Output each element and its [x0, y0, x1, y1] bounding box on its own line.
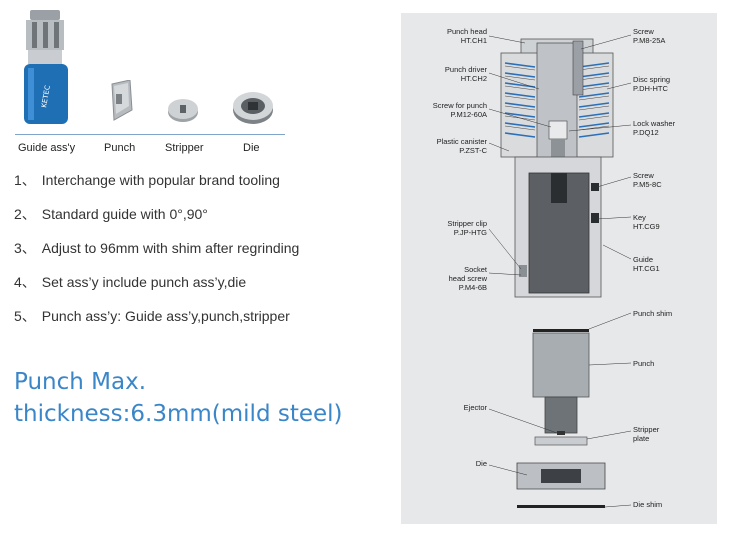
- feature-item: 5、Punch ass’y: Guide ass’y,punch,strippe…: [14, 308, 290, 324]
- svg-text:KETEC: KETEC: [40, 85, 52, 109]
- stripper-icon: [166, 96, 200, 129]
- feature-item: 3、Adjust to 96mm with shim after regrind…: [14, 240, 300, 256]
- callout-ejector: Ejector: [463, 403, 487, 412]
- feature-item: 4、Set ass’y include punch ass’y,die: [14, 274, 247, 290]
- max-thickness-spec: Punch Max. thickness:6.3mm(mild steel): [14, 366, 343, 430]
- callout-punch-shim: Punch shim: [633, 309, 673, 318]
- feature-item: 1、Interchange with popular brand tooling: [14, 172, 280, 188]
- part-label-guide: Guide ass'y: [18, 142, 76, 154]
- callout-die-shim: Die shim: [633, 500, 663, 509]
- divider: [15, 134, 285, 135]
- callout-die: Die: [475, 459, 487, 468]
- callout-punch: Punch: [633, 359, 655, 368]
- feature-item: 2、Standard guide with 0°,90°: [14, 206, 208, 222]
- part-label-stripper: Stripper: [165, 142, 204, 154]
- punch-icon: [106, 79, 136, 129]
- spec-line-1: Punch Max.: [14, 369, 147, 395]
- die-icon: [231, 88, 275, 131]
- part-label-punch: Punch: [104, 142, 136, 154]
- parts-row: KETEC Guide ass'y Punch Stripper Die: [0, 0, 290, 160]
- guide-assembly-icon: KETEC: [18, 10, 74, 135]
- part-label-die: Die: [243, 142, 260, 154]
- spec-line-2: thickness:6.3mm(mild steel): [14, 401, 343, 427]
- cross-section-diagram: [488, 34, 632, 508]
